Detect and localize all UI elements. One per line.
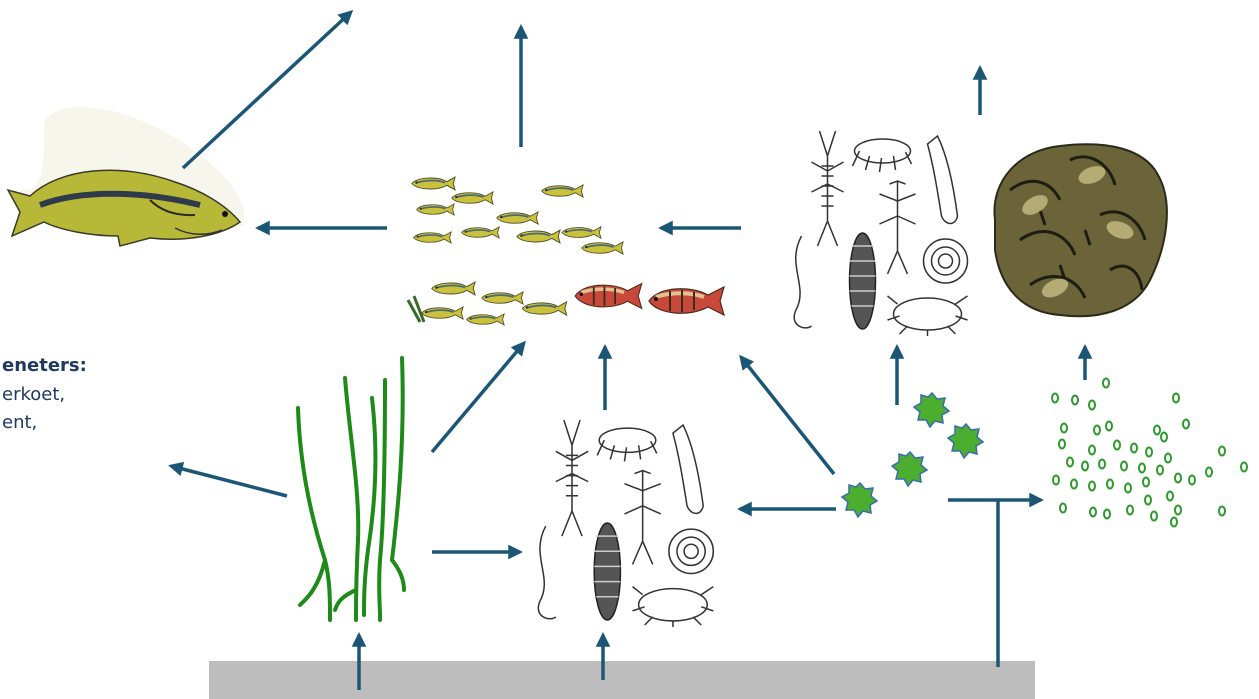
arrow [171, 466, 287, 496]
fish-school-icon [408, 177, 724, 325]
grazers-line-1: erkoet, [2, 384, 65, 405]
arrow [432, 343, 524, 452]
macroinvertebrates-icon [794, 131, 967, 336]
sediment-bar [209, 661, 1035, 699]
predator-fish-icon [8, 107, 245, 246]
arrows [171, 12, 1085, 690]
grazers-heading: eneters: [2, 355, 87, 376]
arrow [741, 357, 834, 474]
macroinvertebrates-icon [538, 420, 713, 627]
grazers-line-2: ent, [2, 412, 37, 433]
water-plants-icon [298, 358, 404, 620]
algae-cells-icon [1052, 379, 1247, 527]
zebra-mussels-icon [994, 144, 1166, 316]
arrow [183, 12, 351, 168]
